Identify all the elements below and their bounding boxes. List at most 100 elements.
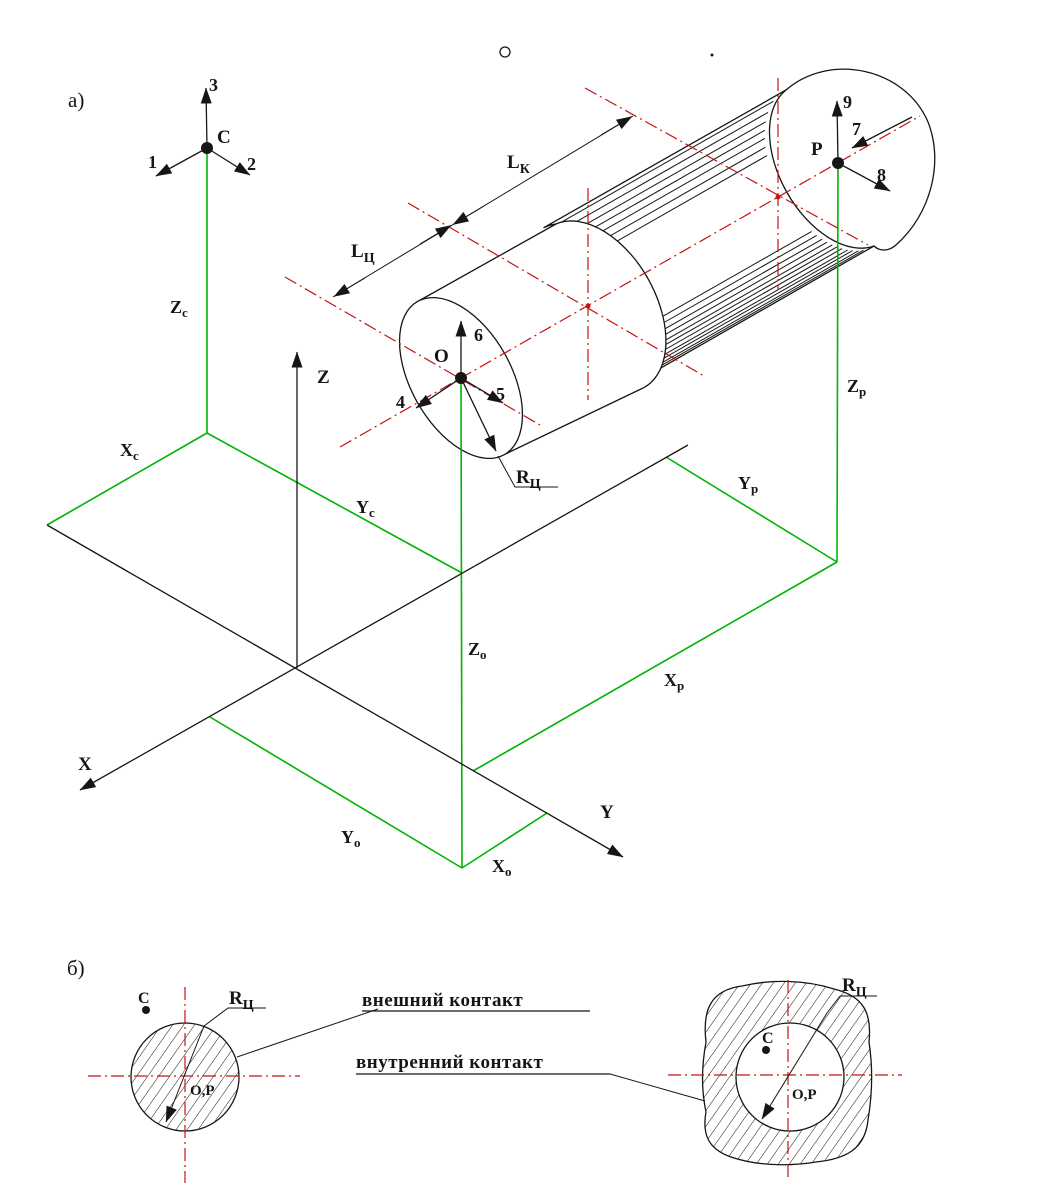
xc-label: Xc [120, 440, 139, 463]
dim-arrow-left [333, 277, 366, 297]
yp-line [665, 456, 838, 563]
right-point-c-dot [762, 1046, 770, 1054]
cylinder-ruled-line [651, 230, 812, 324]
axis-4-arrow [415, 377, 462, 409]
cylinder-ruled-line [650, 248, 843, 358]
cylinder-ruled-line [653, 241, 828, 342]
cylinder-ruled-line [652, 238, 823, 337]
stray-dot [710, 53, 714, 57]
cylinder-ruled-line [652, 244, 833, 348]
part-a-label: а) [68, 88, 84, 112]
internal-contact-text: внутренний контакт [356, 1052, 543, 1073]
cylinder-ruled-line [652, 234, 817, 330]
cylinder-ruled-line [641, 249, 864, 378]
point-p-dot [832, 157, 844, 169]
axis-4-label: 4 [396, 392, 405, 412]
world-axes [46, 351, 689, 858]
internal-contact-section: C RЦ O,P [668, 975, 902, 1180]
right-radius-arrow [761, 995, 841, 1120]
cylinder-ruled-line [595, 137, 766, 236]
cylinder-ruled-lines [559, 100, 864, 378]
y-axis [46, 524, 624, 858]
contact-length-label: LК [507, 152, 531, 177]
frame-o-triad [415, 320, 558, 488]
zc-label: Zc [170, 297, 188, 320]
axis-6-label: 6 [474, 325, 483, 345]
cylinder-ruled-line [602, 146, 766, 241]
axis-7-arrow [851, 116, 913, 149]
internal-contact-leader [609, 1073, 706, 1102]
end-center-dot [775, 194, 781, 200]
yc-label: Yc [356, 497, 375, 520]
yp-label: Yp [738, 473, 758, 496]
radius-label-leader [497, 455, 558, 488]
point-o-dot [455, 372, 467, 384]
part-b-section: б) C RЦ O,P внешний контакт внутренний к… [67, 956, 902, 1183]
z-axis-label: Z [317, 367, 330, 388]
right-center-label: O,P [792, 1087, 817, 1103]
cylinder-ruled-line [559, 100, 774, 224]
yo-line [209, 716, 463, 869]
point-p-label: P [811, 139, 823, 160]
axis-3-arrow [200, 87, 212, 149]
right-point-c-label: C [762, 1030, 774, 1047]
dim-arrow-mid-up [419, 224, 452, 245]
external-contact-text: внешний контакт [362, 990, 523, 1011]
zo-label: Zo [468, 639, 487, 662]
xp-label: Xp [664, 670, 684, 693]
left-radius-arrow [165, 1025, 205, 1123]
axis-9-label: 9 [843, 92, 852, 112]
small-circle-marker [499, 46, 511, 58]
cylinder-ruled-line [571, 111, 769, 225]
frame-p-triad [831, 100, 913, 192]
axis-7-label: 7 [852, 119, 861, 139]
dim-arrow-right [600, 116, 633, 136]
zo-line [460, 377, 463, 869]
length-dimension [332, 115, 634, 298]
zp-line [836, 162, 839, 563]
cylinder-length-label: LЦ [351, 241, 375, 266]
axis-8-arrow [837, 162, 891, 192]
external-contact-leader [236, 1008, 379, 1058]
x-axis-label: X [78, 754, 92, 775]
centerlines [284, 78, 921, 448]
cylinder-ruled-line [647, 250, 853, 369]
y-axis-label: Y [600, 802, 614, 823]
cylinder-assembly [398, 68, 936, 460]
cylinder-ruled-line [609, 155, 768, 246]
cylinder-ruled-line [588, 129, 766, 232]
cylinder-ruled-line [644, 250, 859, 374]
left-center-label: O,P [190, 1083, 215, 1099]
xc-line [46, 432, 208, 526]
xp-line [472, 561, 838, 772]
tube-bore-hole [735, 1022, 845, 1132]
external-contact-section: C RЦ O,P [88, 987, 379, 1183]
axis-8-label: 8 [877, 165, 886, 185]
axis-3-label: 3 [209, 75, 218, 95]
yc-line [206, 432, 463, 574]
dim-arrow-mid-down [452, 205, 485, 226]
part-a-labels: а) C 1 2 3 O 4 5 6 P 7 8 9 Z X Y Zc Xc Y… [68, 75, 886, 879]
part-b-label: б) [67, 956, 85, 980]
junction-transverse-centerline [407, 202, 705, 377]
axis-1-arrow [155, 147, 208, 177]
point-c-label: C [217, 127, 231, 148]
end-transverse-centerline [584, 87, 869, 246]
axis-1-label: 1 [148, 152, 157, 172]
axis-2-arrow [206, 147, 251, 176]
axis-5-arrow [460, 377, 504, 404]
axis-9-arrow [831, 100, 843, 164]
xo-label: Xo [492, 856, 512, 879]
left-point-c-dot [142, 1006, 150, 1014]
cylinder-axis-centerline [339, 115, 921, 448]
contact-annotations: внешний контакт внутренний контакт [356, 990, 706, 1102]
xo-line [461, 812, 548, 869]
junction-center-dot [585, 303, 591, 309]
x-axis [79, 444, 689, 791]
axis-5-label: 5 [496, 384, 505, 404]
cylinder-ruled-line [652, 246, 838, 353]
construction-lines [46, 148, 839, 869]
left-radius-leader [203, 1007, 266, 1027]
